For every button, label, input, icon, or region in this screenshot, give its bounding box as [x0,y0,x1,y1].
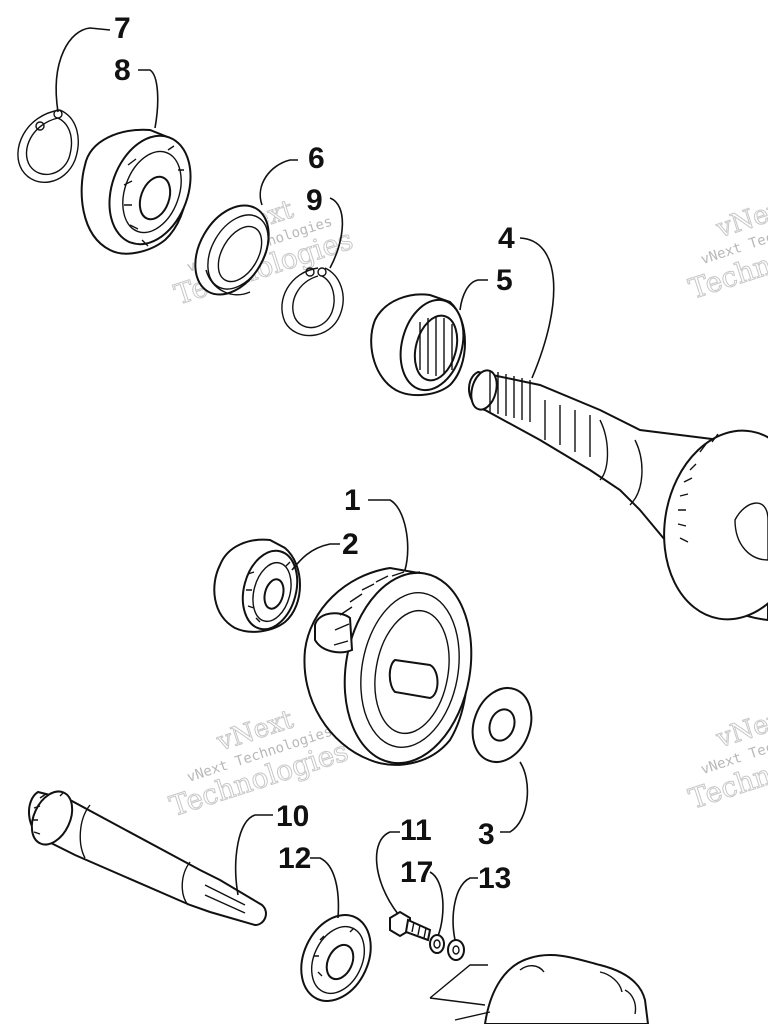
leader-lines [55,27,555,941]
leader-2 [291,543,340,571]
leader-10 [235,814,273,896]
leader-9 [329,197,344,269]
part-shaft-4 [468,369,768,622]
part-bearing-2 [213,538,301,633]
callout-3: 3 [478,818,495,851]
part-bearing-8 [80,128,192,255]
callout-labels: 7 8 6 9 4 5 1 2 3 10 12 11 17 13 [114,12,515,895]
callout-2: 2 [342,528,359,561]
leader-8 [138,69,159,129]
leader-4 [519,237,555,379]
callout-13: 13 [478,862,511,895]
leader-17 [429,871,444,937]
leader-6 [259,159,298,206]
callout-5: 5 [496,264,513,297]
callout-12: 12 [278,842,311,875]
callout-17: 17 [400,856,433,889]
leader-13 [452,877,478,941]
leader-12 [310,857,340,919]
part-lock-washer-17 [429,934,445,954]
leader-3 [500,761,529,833]
callout-4: 4 [498,222,515,255]
callout-6: 6 [308,142,325,175]
watermark-top-right: vNext vNext Technologies Technologies [684,191,768,306]
part-washer-13 [447,939,465,961]
leader-1 [368,499,409,571]
callout-8: 8 [114,54,131,87]
part-shaft-10 [27,790,267,927]
callout-1: 1 [344,484,361,517]
part-washer-3 [471,687,533,763]
part-snap-ring-7 [17,109,79,184]
part-bearing-12 [300,914,372,1002]
leader-11 [375,831,400,915]
part-housing [429,954,650,1024]
callout-10: 10 [276,800,309,833]
part-bolt-11 [389,910,432,942]
watermark-mid-right: vNext vNext Technologies Technologies [684,701,768,816]
callout-11: 11 [400,814,432,847]
part-seal-6 [194,204,270,296]
leader-7 [55,27,111,113]
part-gear-1 [303,566,473,766]
leader-5 [459,279,488,311]
part-snap-ring-9 [281,267,344,337]
callout-7: 7 [114,12,131,45]
part-needle-bearing-5 [370,293,466,397]
callout-9: 9 [306,184,323,217]
